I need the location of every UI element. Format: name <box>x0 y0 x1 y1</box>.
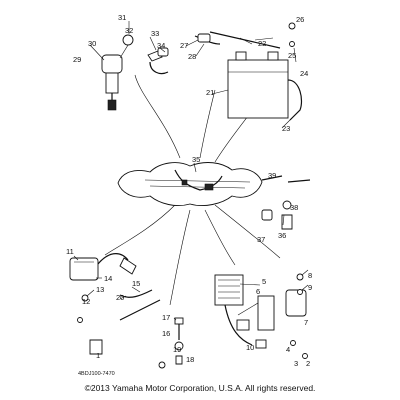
callout-23: 23 <box>282 124 290 133</box>
callout-37: 37 <box>257 235 265 244</box>
callout-numbers: 31 32 30 33 34 29 26 27 28 22 25 24 21 2… <box>66 13 312 377</box>
callout-34: 34 <box>157 41 165 50</box>
callout-26: 26 <box>296 15 304 24</box>
callout-12: 12 <box>82 297 90 306</box>
drawing-code: 4BDJ100-7470 <box>78 371 115 377</box>
callout-32: 32 <box>125 26 133 35</box>
battery-group <box>194 22 303 121</box>
callout-9: 9 <box>308 283 312 292</box>
callout-33: 33 <box>151 29 159 38</box>
callout-4: 4 <box>286 345 290 354</box>
callout-leaders <box>73 21 309 321</box>
relay-bracket-group <box>261 175 311 230</box>
regulator-group <box>214 273 308 359</box>
callout-38: 38 <box>290 203 298 212</box>
callout-16: 16 <box>162 329 170 338</box>
copyright-notice: ©2013 Yamaha Motor Corporation, U.S.A. A… <box>84 383 316 393</box>
callout-35: 35 <box>192 155 200 164</box>
callout-8: 8 <box>308 271 312 280</box>
callout-31: 31 <box>118 13 126 22</box>
callout-36: 36 <box>278 231 286 240</box>
callout-13: 13 <box>96 285 104 294</box>
callout-2: 2 <box>306 359 310 368</box>
callout-25: 25 <box>288 51 296 60</box>
callout-15: 15 <box>132 279 140 288</box>
ignition-switch-group <box>101 34 169 111</box>
callout-27: 27 <box>180 41 188 50</box>
callout-7: 7 <box>304 318 308 327</box>
frame-body <box>117 162 263 207</box>
callout-21: 21 <box>206 88 214 97</box>
leader-lines <box>104 74 281 306</box>
callout-3: 3 <box>294 359 298 368</box>
bracket-group <box>89 339 103 355</box>
callout-30: 30 <box>88 39 96 48</box>
callout-39: 39 <box>268 171 276 180</box>
callout-28: 28 <box>188 52 196 61</box>
ignition-coil-group <box>69 253 161 323</box>
callout-10: 10 <box>246 343 254 352</box>
callout-24: 24 <box>300 69 308 78</box>
callout-18: 18 <box>186 355 194 364</box>
callout-6: 6 <box>256 287 260 296</box>
callout-14: 14 <box>104 274 112 283</box>
callout-22: 22 <box>258 39 266 48</box>
callout-17: 17 <box>162 313 170 322</box>
callout-20: 20 <box>116 293 124 302</box>
callout-5: 5 <box>262 277 266 286</box>
callout-11: 11 <box>66 247 74 256</box>
callout-19: 19 <box>173 345 181 354</box>
callout-29: 29 <box>73 55 81 64</box>
sensor-group <box>158 317 184 369</box>
callout-1: 1 <box>96 351 100 360</box>
